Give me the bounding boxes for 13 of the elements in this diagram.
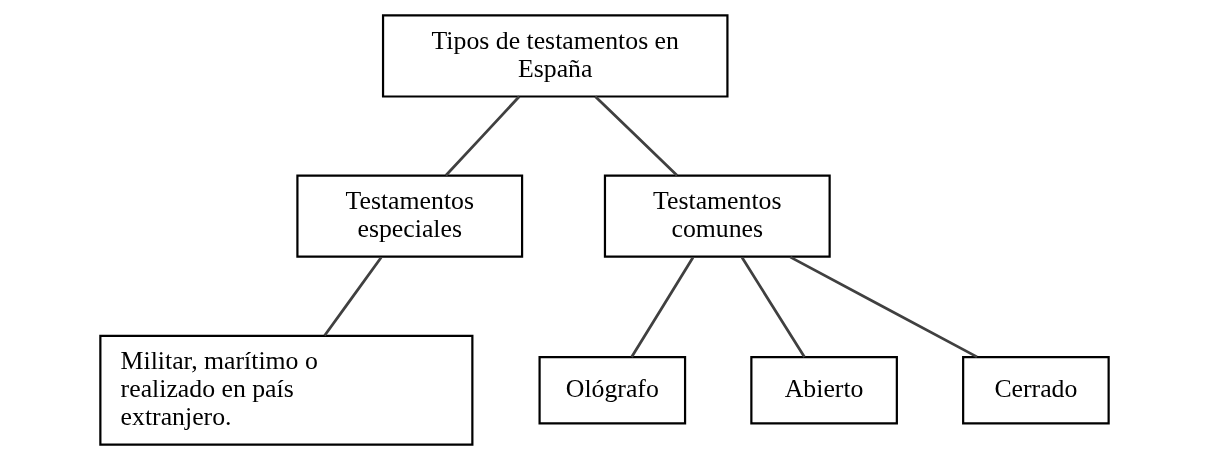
node-box: Militar, marítimo o realizado en país extranjero. — [98, 334, 473, 446]
node-box: Testamentos especiales — [295, 174, 523, 258]
node-box: Tipos de testamentos en España — [381, 14, 729, 98]
connector — [740, 256, 806, 358]
node-box: Abierto — [749, 355, 898, 425]
node-box: Testamentos comunes — [603, 174, 831, 258]
node-box: Cerrado — [961, 355, 1110, 425]
node-box: Ológrafo — [537, 355, 686, 425]
connector — [789, 255, 978, 359]
connector — [629, 256, 694, 358]
connector — [323, 256, 382, 337]
connector — [444, 95, 520, 177]
connector — [593, 95, 678, 177]
